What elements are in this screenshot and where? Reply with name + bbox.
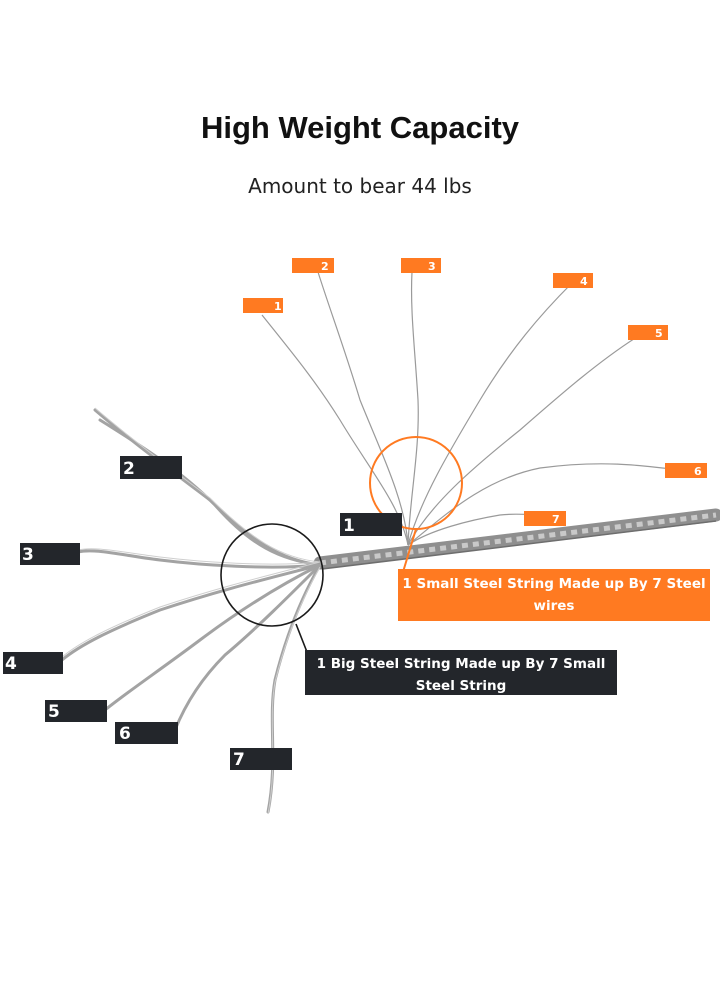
svg-text:7: 7 [233,750,245,770]
svg-text:4: 4 [580,275,588,288]
svg-text:5: 5 [48,702,60,722]
big-label-6: 6 [115,722,178,744]
big-label-1: 1 [340,513,402,536]
small-label-3: 3 [401,258,441,273]
big-strings [60,408,322,814]
small-string-labels: 1 2 3 4 5 6 7 [243,258,707,526]
small-label-5: 5 [628,325,668,340]
small-label-1: 1 [243,298,283,313]
big-label-4: 4 [3,652,63,674]
svg-text:1: 1 [274,300,282,313]
svg-text:6: 6 [694,465,702,478]
svg-text:2: 2 [123,459,135,479]
big-label-2: 2 [120,456,182,479]
svg-text:3: 3 [428,260,436,273]
small-label-2: 2 [292,258,334,273]
svg-text:3: 3 [22,545,34,565]
svg-text:7: 7 [552,513,560,526]
big-string-labels: 1 2 3 4 5 6 7 [3,456,402,770]
small-string-callout: 1 Small Steel String Made up By 7 Steel … [398,569,710,621]
svg-text:5: 5 [655,327,663,340]
main-cable [313,508,720,570]
page-subtitle: Amount to bear 44 lbs [248,174,472,198]
small-wires [261,271,681,546]
small-label-6: 6 [665,463,707,478]
big-label-5: 5 [45,700,107,722]
big-string-callout: 1 Big Steel String Made up By 7 Small St… [305,650,617,695]
big-label-7: 7 [230,748,292,770]
svg-text:2: 2 [321,260,329,273]
big-string-highlight-circle [220,523,324,627]
svg-text:1: 1 [343,516,355,536]
page-title: High Weight Capacity [200,110,520,145]
big-label-3: 3 [20,543,80,565]
svg-text:4: 4 [5,654,17,674]
small-label-7: 7 [524,511,566,526]
small-label-4: 4 [553,273,593,288]
svg-text:6: 6 [119,724,131,744]
